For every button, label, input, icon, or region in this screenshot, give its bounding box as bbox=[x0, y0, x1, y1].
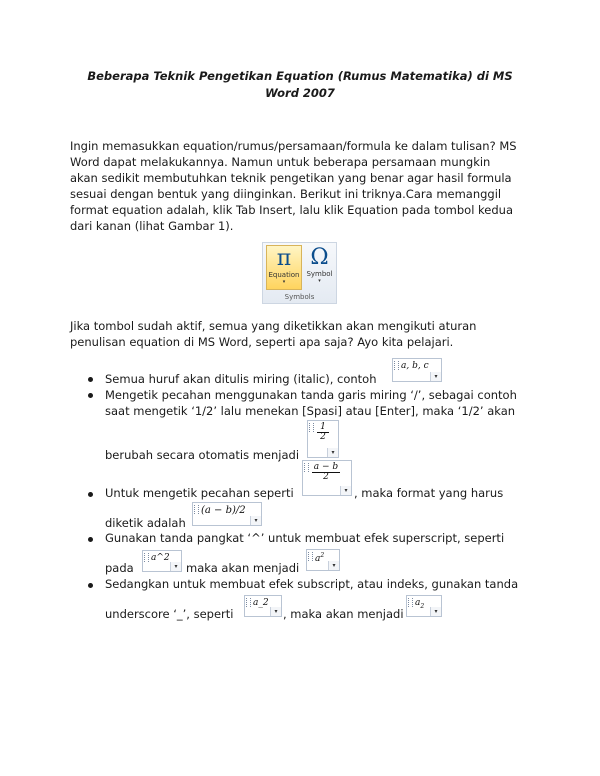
para2-line: Jika tombol sudah aktif, semua yang dike… bbox=[70, 319, 477, 333]
drag-handle-icon bbox=[309, 423, 314, 432]
intro-line: sesuai dengan bentuk yang diinginkan. Be… bbox=[70, 187, 502, 201]
drag-handle-icon bbox=[194, 505, 199, 514]
drag-handle-icon bbox=[308, 552, 313, 561]
bullet-5-line-2b: , maka akan menjadi bbox=[283, 607, 404, 621]
equation-text: a, b, c bbox=[401, 361, 429, 371]
bullet-dot bbox=[88, 393, 93, 398]
chevron-down-icon: ▾ bbox=[328, 561, 339, 570]
title-line-1: Beberapa Teknik Pengetikan Equation (Rum… bbox=[87, 69, 513, 83]
chevron-down-icon: ▾ bbox=[282, 279, 286, 285]
bullet-dot bbox=[88, 492, 93, 497]
bullet-3-line-2: diketik adalah bbox=[105, 516, 186, 530]
subscript-result: a2 bbox=[415, 598, 424, 610]
equation-text: (a − b)/2 bbox=[201, 505, 246, 516]
bullet-4-line-2b: maka akan menjadi bbox=[186, 561, 300, 575]
group-label: Symbols bbox=[284, 293, 315, 301]
equation-box[interactable]: a^2 ▾ bbox=[142, 550, 182, 572]
bullet-5-line-2a: underscore ‘_’, seperti bbox=[105, 607, 234, 621]
bullet-dot bbox=[88, 583, 93, 588]
sub-index: 2 bbox=[420, 602, 425, 610]
chevron-down-icon: ▾ bbox=[170, 562, 181, 571]
chevron-down-icon: ▾ bbox=[340, 486, 351, 495]
fraction-numerator: 1 bbox=[320, 422, 326, 432]
symbol-label: Symbol bbox=[306, 270, 333, 278]
drag-handle-icon bbox=[144, 553, 149, 562]
fraction-denominator: 2 bbox=[312, 472, 340, 482]
bullet-2-line-2: saat mengetik ‘1/2’ lalu menekan [Spasi]… bbox=[105, 404, 516, 418]
sup-exponent: 2 bbox=[320, 552, 325, 559]
chevron-down-icon: ▾ bbox=[430, 607, 441, 616]
sub-base: a bbox=[415, 598, 421, 608]
chevron-down-icon: ▾ bbox=[430, 372, 441, 381]
bullet-3-line-1a: Untuk mengetik pecahan seperti bbox=[105, 486, 294, 500]
fraction-display: 1 2 bbox=[317, 423, 329, 442]
sup-base: a bbox=[315, 554, 321, 564]
equation-text: a_2 bbox=[253, 598, 269, 608]
drag-handle-icon bbox=[304, 463, 309, 472]
intro-line: format equation adalah, klik Tab Insert,… bbox=[70, 203, 514, 217]
intro-line: Word dapat melakukannya. Namun untuk beb… bbox=[70, 155, 491, 169]
intro-line: akan sedikit membutuhkan teknik pengetik… bbox=[70, 171, 512, 185]
intro-line: Ingin memasukkan equation/rumus/persamaa… bbox=[70, 139, 517, 153]
document-title: Beberapa Teknik Pengetikan Equation (Rum… bbox=[70, 68, 530, 102]
equation-box[interactable]: a2 ▾ bbox=[306, 549, 340, 571]
chevron-down-icon: ▾ bbox=[270, 607, 281, 616]
drag-handle-icon bbox=[394, 361, 399, 370]
fraction-denominator: 2 bbox=[317, 432, 329, 442]
equation-button[interactable]: π Equation ▾ bbox=[266, 245, 302, 290]
fraction-display: a − b 2 bbox=[312, 463, 340, 482]
chevron-down-icon: ▾ bbox=[318, 278, 321, 284]
drag-handle-icon bbox=[246, 598, 251, 607]
para2-line: penulisan equation di MS Word, seperti a… bbox=[70, 335, 454, 349]
bullet-4-line-1: Gunakan tanda pangkat ‘^’ untuk membuat … bbox=[105, 531, 505, 545]
ribbon-symbols-group: π Equation ▾ Ω Symbol ▾ Symbols bbox=[262, 242, 337, 304]
equation-box[interactable]: 1 2 ▾ bbox=[307, 420, 339, 458]
bullet-2-line-1: Mengetik pecahan menggunakan tanda garis… bbox=[105, 388, 517, 402]
bullet-4-line-2a: pada bbox=[105, 561, 134, 575]
fraction-numerator: a − b bbox=[313, 462, 339, 472]
drag-handle-icon bbox=[408, 598, 413, 607]
second-paragraph: Jika tombol sudah aktif, semua yang dike… bbox=[70, 318, 540, 350]
omega-icon: Ω bbox=[310, 245, 329, 270]
equation-box[interactable]: a2 ▾ bbox=[406, 595, 442, 617]
equation-box[interactable]: a − b 2 ▾ bbox=[302, 460, 352, 496]
equation-label: Equation bbox=[268, 271, 300, 279]
equation-text: a^2 bbox=[151, 553, 170, 563]
superscript-result: a2 bbox=[315, 552, 324, 564]
bullet-2-line-3: berubah secara otomatis menjadi bbox=[105, 448, 300, 462]
chevron-down-icon: ▾ bbox=[327, 448, 338, 457]
title-line-2: Word 2007 bbox=[265, 86, 335, 100]
equation-box[interactable]: a_2 ▾ bbox=[244, 595, 282, 617]
bullet-dot bbox=[88, 377, 93, 382]
bullet-5-line-1: Sedangkan untuk membuat efek subscript, … bbox=[105, 577, 519, 591]
equation-box[interactable]: (a − b)/2 ▾ bbox=[192, 502, 262, 526]
intro-paragraph: Ingin memasukkan equation/rumus/persamaa… bbox=[70, 138, 540, 234]
pi-icon: π bbox=[276, 246, 292, 271]
equation-box[interactable]: a, b, c ▾ bbox=[392, 358, 442, 382]
symbol-button[interactable]: Ω Symbol ▾ bbox=[304, 245, 335, 290]
chevron-down-icon: ▾ bbox=[250, 516, 261, 525]
intro-line: dari kanan (lihat Gambar 1). bbox=[70, 219, 234, 233]
bullet-dot bbox=[88, 537, 93, 542]
bullet-3-line-1b: , maka format yang harus bbox=[354, 486, 504, 500]
bullet-1-text: Semua huruf akan ditulis miring (italic)… bbox=[105, 372, 377, 386]
